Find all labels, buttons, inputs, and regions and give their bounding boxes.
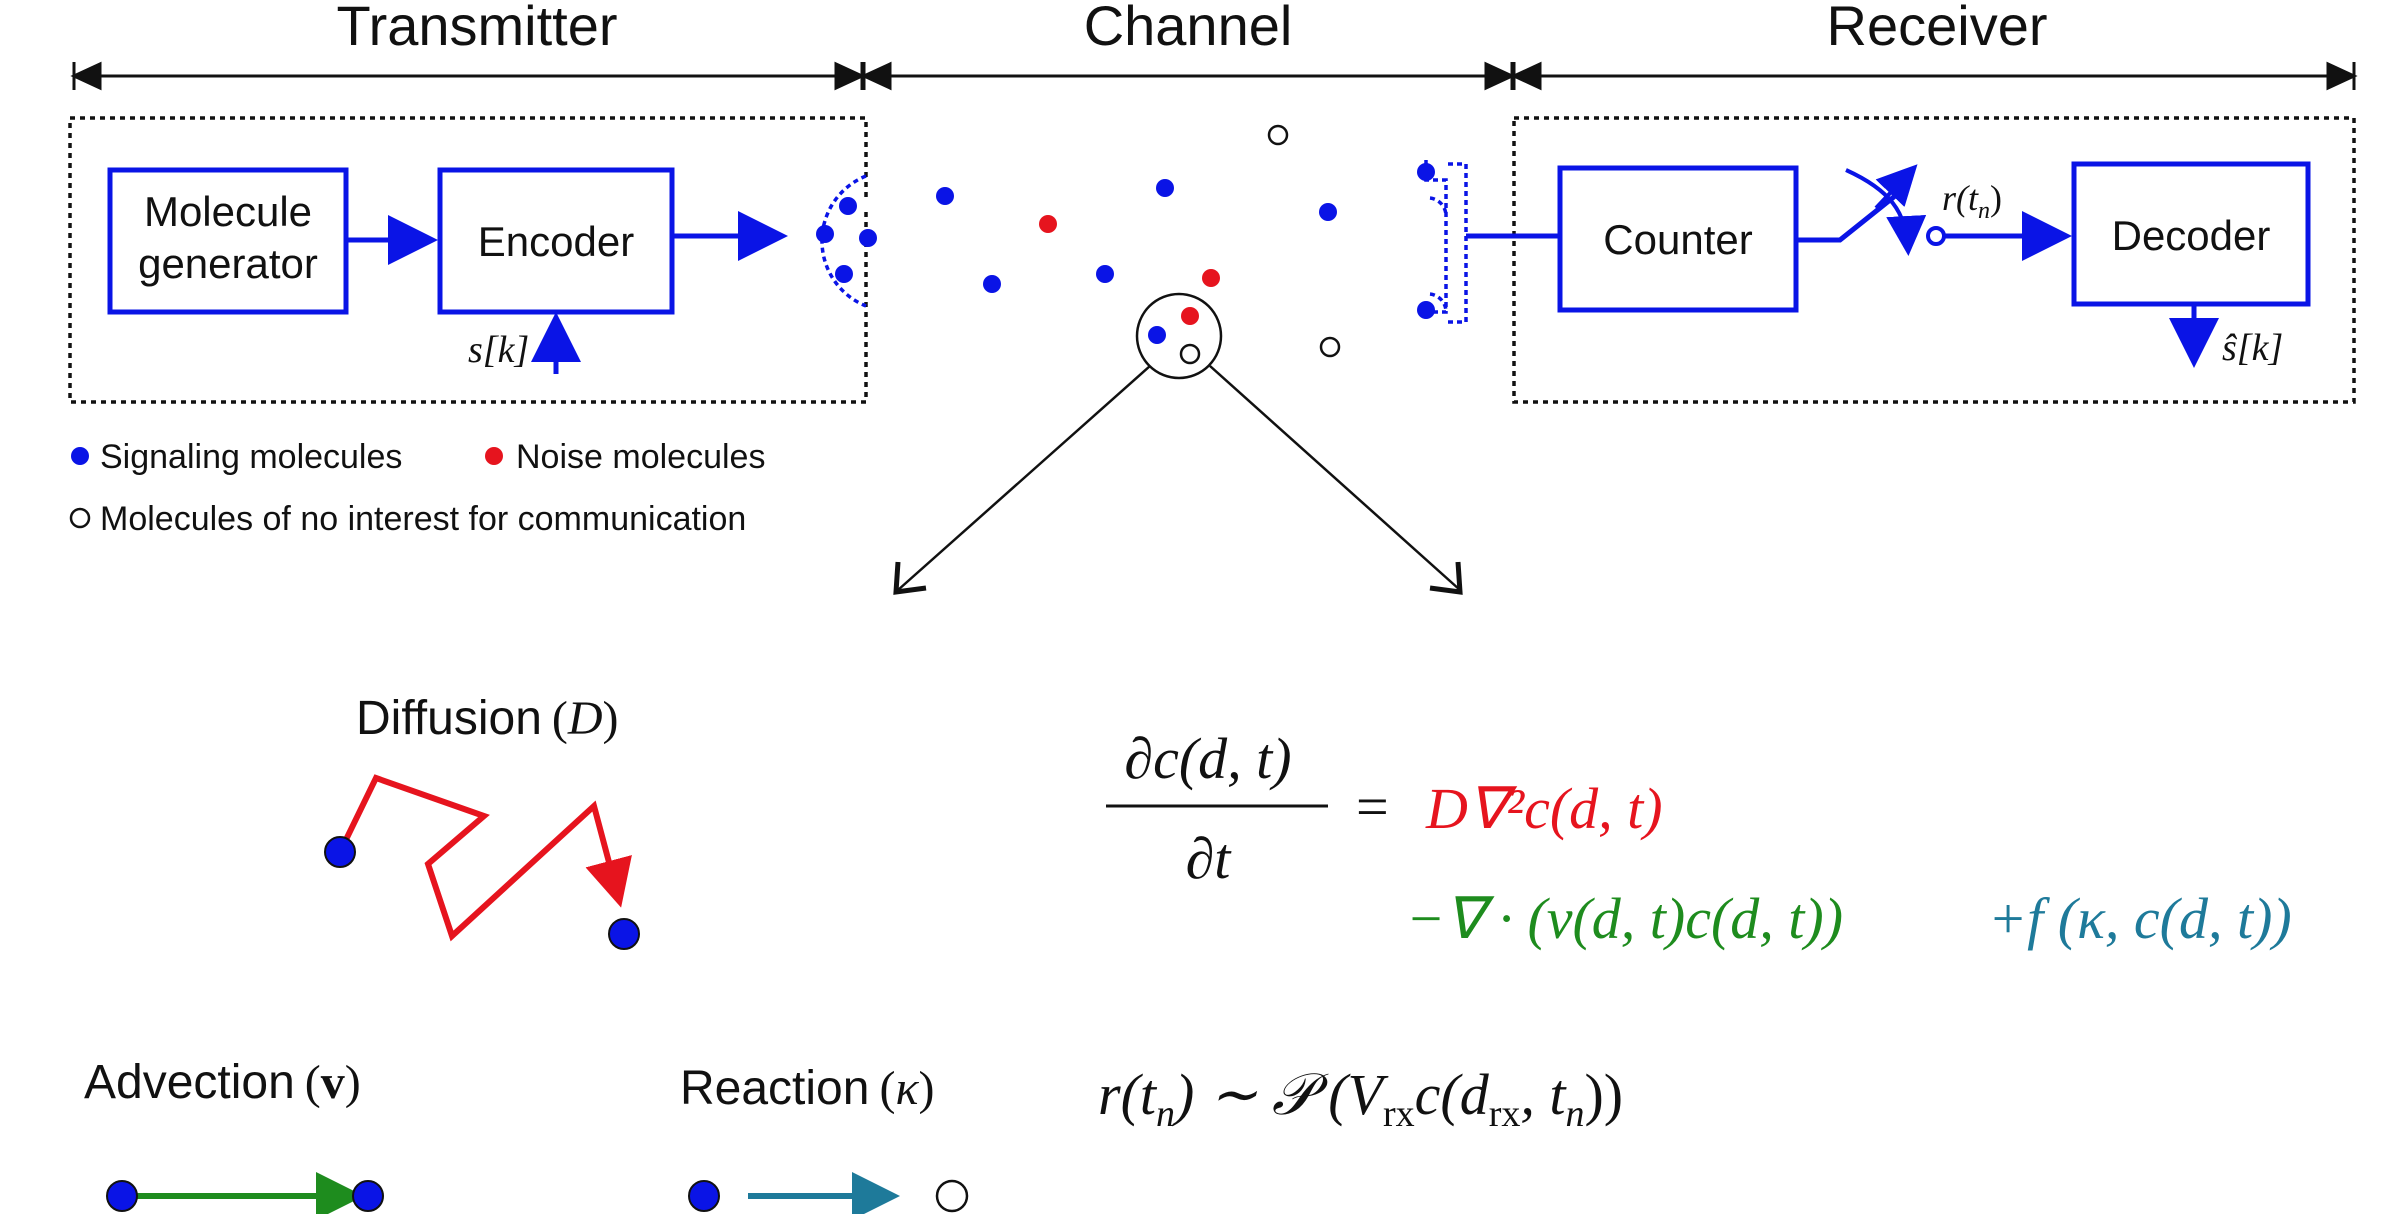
channel-title: Channel	[1084, 0, 1293, 57]
zoom-circle	[1135, 292, 1223, 380]
signaling-molecule	[1096, 265, 1114, 283]
legend: Signaling molecules Noise molecules Mole…	[69, 438, 765, 538]
section-channel: Channel	[860, 0, 1516, 91]
sampling-node	[1926, 226, 1946, 246]
channel-span-right-arrow	[1484, 61, 1516, 91]
advection-title: Advection(v)	[84, 1056, 361, 1109]
inert-molecule	[1267, 124, 1289, 146]
equation-advection-term: −∇ · (v(d, t)c(d, t))	[1406, 886, 1843, 951]
observation-equation: r(tn) ∼ 𝒫 (Vrxc(drx, tn))	[1098, 1062, 1623, 1135]
receiver-title: Receiver	[1827, 0, 2048, 57]
legend-signaling-swatch	[71, 447, 89, 465]
noise-molecule	[1202, 269, 1220, 287]
decoder-block	[2071, 161, 2311, 307]
zoom-arrowhead-right	[1429, 561, 1463, 595]
input-signal-label: s[k]	[468, 329, 529, 371]
encoder-label: Encoder	[478, 218, 634, 265]
reaction-panel: Reaction(κ)	[680, 1062, 969, 1214]
tx-molecule	[835, 265, 853, 283]
transmitter-span-right-arrow	[834, 61, 866, 91]
rx-molecule	[1417, 163, 1435, 181]
receiver-span-left-arrow	[1510, 61, 1542, 91]
inert-molecule	[1179, 343, 1201, 365]
receptor-arcs	[1429, 196, 1448, 313]
reaction-title: Reaction(κ)	[680, 1062, 934, 1115]
receptor-surface	[1424, 160, 1448, 314]
signaling-molecule	[1156, 179, 1174, 197]
signaling-molecule	[983, 275, 1001, 293]
equation-numerator: ∂c(d, t)	[1124, 726, 1291, 791]
advection-panel: Advection(v)	[84, 1056, 384, 1214]
diffusion-panel: Diffusion(D)	[324, 692, 640, 950]
channel-molecules	[893, 124, 1463, 595]
zoom-arrowhead-left	[893, 561, 927, 595]
receiver-dashed-border	[1512, 116, 2356, 404]
molecule-generator-label-2: generator	[138, 240, 318, 287]
reaction-product	[935, 1179, 969, 1213]
transmitter-dashed-border	[68, 116, 868, 404]
transmitter-title: Transmitter	[336, 0, 617, 57]
legend-noise-swatch	[485, 447, 503, 465]
diffusion-path	[337, 774, 632, 942]
molecule-generator-block	[107, 167, 349, 315]
equation-denominator: ∂t	[1186, 826, 1233, 891]
zoom-line-left	[897, 365, 1151, 591]
legend-inert-swatch	[69, 507, 91, 529]
transmitter-box: Molecule generator Encoder s[k]	[68, 116, 877, 404]
noise-molecule	[1039, 215, 1057, 233]
noise-molecule	[1181, 307, 1199, 325]
governing-equation: ∂c(d, t) ∂t = D∇²c(d, t) −∇ · (v(d, t)c(…	[1106, 726, 2292, 951]
receiver-box: Counter r(tn) Decoder ŝ[k]	[1417, 116, 2356, 404]
equation-equals: =	[1356, 774, 1389, 839]
switch-rotation-tip	[1874, 164, 1918, 210]
legend-inert-label: Molecules of no interest for communicati…	[100, 500, 746, 538]
inert-molecule	[1319, 336, 1341, 358]
sample-label: r(tn)	[1942, 178, 2002, 224]
tx-molecule	[859, 229, 877, 247]
output-signal-label: ŝ[k]	[2222, 327, 2283, 369]
counter-block	[1557, 165, 1799, 313]
tx-molecule	[816, 225, 834, 243]
diffusion-title: Diffusion(D)	[356, 692, 619, 745]
advection-start-molecule	[106, 1180, 138, 1212]
signaling-molecule	[1319, 203, 1337, 221]
reaction-reactant	[688, 1180, 720, 1212]
receptor-surface-2	[1448, 162, 1468, 324]
decoder-label: Decoder	[2112, 212, 2271, 259]
equation-diffusion-term: D∇²c(d, t)	[1425, 776, 1663, 841]
molecule-generator-label-1: Molecule	[144, 188, 312, 235]
sampling-switch	[1796, 190, 1902, 243]
transmitter-span-left-arrow	[70, 61, 102, 91]
rx-molecule	[1417, 301, 1435, 319]
tx-molecule	[839, 197, 857, 215]
diffusion-start-molecule	[324, 836, 356, 868]
diffusion-end-molecule	[608, 918, 640, 950]
equation-reaction-term: +f (κ, c(d, t))	[1988, 886, 2292, 951]
receiver-span-right-arrow	[2326, 61, 2358, 91]
counter-label: Counter	[1603, 216, 1752, 263]
observation-model: r(tn) ∼ 𝒫 (Vrxc(drx, tn))	[1098, 1062, 1623, 1135]
legend-noise-label: Noise molecules	[516, 438, 765, 476]
legend-signaling-label: Signaling molecules	[100, 438, 402, 476]
advection-end-molecule	[352, 1180, 384, 1212]
signaling-molecule	[1148, 326, 1166, 344]
channel-span-left-arrow	[860, 61, 892, 91]
section-transmitter: Transmitter	[70, 0, 866, 91]
section-receiver: Receiver	[1510, 0, 2358, 91]
zoom-line-right	[1209, 365, 1461, 591]
signaling-molecule	[936, 187, 954, 205]
